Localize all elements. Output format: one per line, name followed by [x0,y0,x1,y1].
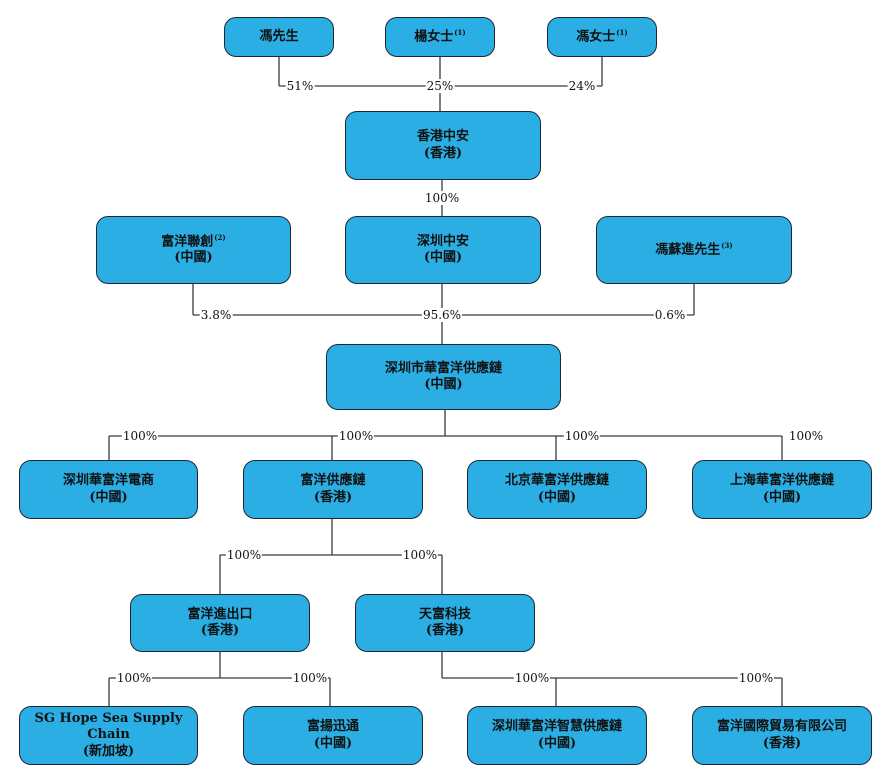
node-region: (香港) [313,489,353,505]
node-name: 馮蘇進先生 [655,242,721,258]
node-region: (中國) [313,735,353,751]
node-name: 富揚迅通 [306,719,359,735]
ownership-label: 100% [563,429,601,443]
node-region: (中國) [424,377,463,392]
footnote-marker: (3) [721,240,733,250]
node-feng-sujin: 馮蘇進先生(3) [596,216,792,284]
node-name: 富洋國際貿易有限公司 [716,719,847,735]
ownership-label: 100% [787,429,825,443]
node-name-line2: Chain [87,727,130,743]
node-name: SG Hope Sea Supply [34,711,183,727]
node-name: 深圳華富洋電商 [62,473,154,489]
node-sz-hua-fuyang: 深圳市華富洋供應鏈 (中國) [326,344,561,410]
ownership-label: 100% [225,548,263,562]
ownership-label: 100% [337,429,375,443]
ownership-label: 0.6% [653,308,687,322]
ownership-label: 100% [401,548,439,562]
ownership-label: 100% [423,191,461,205]
node-sz-zhongan: 深圳中安 (中國) [345,216,541,284]
ownership-label: 25% [425,79,455,93]
node-name: 北京華富洋供應鏈 [504,473,609,489]
node-fuyang-intl-trade: 富洋國際貿易有限公司 (香港) [692,706,872,765]
node-hk-zhongan: 香港中安 (香港) [345,111,541,180]
node-yang: 楊女士(1) [385,17,495,57]
footnote-marker: (2) [214,232,226,242]
ownership-label: 95.6% [421,308,463,322]
footnote-marker: (1) [616,27,628,37]
ownership-label: 100% [291,671,329,685]
ownership-label: 100% [513,671,551,685]
node-feng: 馮先生 [224,17,334,57]
footnote-marker: (1) [454,27,466,37]
node-sg-hope-sea: SG Hope Sea Supply Chain (新加坡) [19,706,198,765]
node-region: (香港) [423,145,463,161]
node-shanghai-hua-fuyang: 上海華富洋供應鏈 (中國) [692,460,872,519]
ownership-label: 51% [285,79,315,93]
node-name: 富洋進出口 [187,606,253,622]
node-region: (中國) [174,250,213,266]
node-name: 深圳中安 [416,233,469,249]
node-name: 深圳市華富洋供應鏈 [384,360,502,376]
ownership-label: 24% [567,79,597,93]
node-name: 馮女士 [576,29,616,45]
node-region: (香港) [200,623,240,638]
node-region: (中國) [537,489,577,505]
node-region: (香港) [425,623,465,638]
ownership-label: 100% [115,671,153,685]
ownership-label: 100% [737,671,775,685]
node-tianfu-tech: 天富科技 (香港) [355,594,535,652]
node-beijing-hua-fuyang: 北京華富洋供應鏈 (中國) [467,460,647,519]
node-region: (香港) [762,735,802,751]
node-fuyang-import-export: 富洋進出口 (香港) [130,594,310,652]
node-name: 上海華富洋供應鏈 [729,473,834,489]
ownership-label: 100% [121,429,159,443]
node-fuyang-supply-chain: 富洋供應鏈 (香港) [243,460,423,519]
node-name: 富洋聯創 [161,233,214,249]
node-fuyang-xuntong: 富揚迅通 (中國) [243,706,423,765]
node-name: 富洋供應鏈 [300,473,366,489]
node-name: 楊女士 [414,29,454,45]
node-region: (中國) [762,489,802,505]
node-feng-ms: 馮女士(1) [547,17,657,57]
node-name: 天富科技 [418,606,471,622]
node-sz-ecommerce: 深圳華富洋電商 (中國) [19,460,198,519]
node-region: (中國) [537,735,577,751]
node-name: 深圳華富洋智慧供應鏈 [491,719,622,735]
node-region: (中國) [89,489,128,505]
node-sz-smart-supply: 深圳華富洋智慧供應鏈 (中國) [467,706,647,765]
node-region: (新加坡) [82,743,135,759]
node-name: 馮先生 [259,28,299,44]
node-fuyang-lianchuang: 富洋聯創(2) (中國) [96,216,291,284]
node-region: (中國) [423,250,463,265]
node-name: 香港中安 [416,129,469,145]
ownership-label: 3.8% [199,308,233,322]
